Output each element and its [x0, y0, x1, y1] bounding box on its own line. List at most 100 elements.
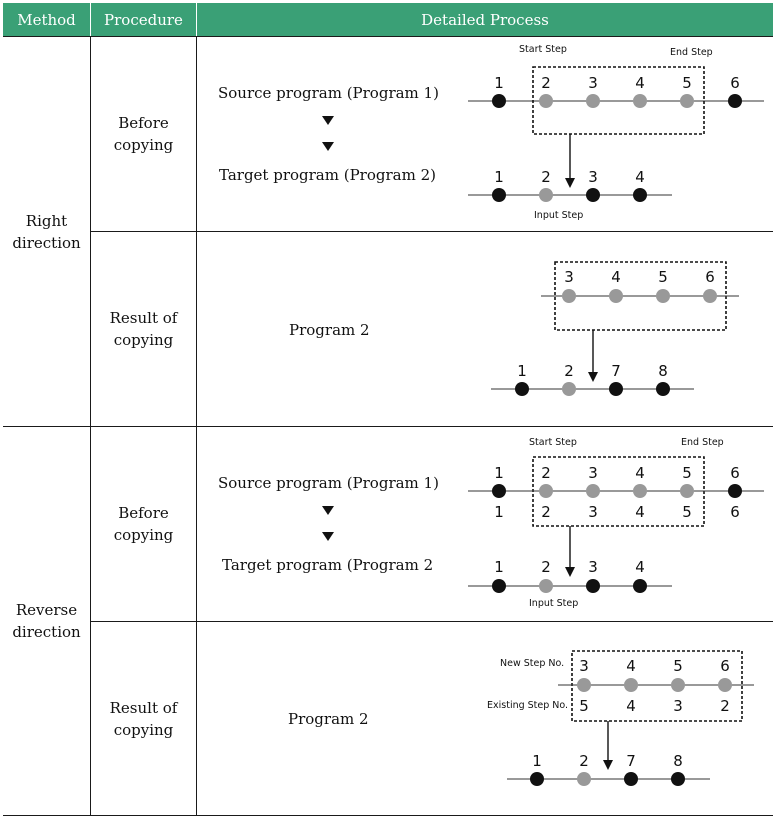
step-number: 1 [494, 74, 504, 92]
grid-line [3, 36, 773, 37]
step-number: 5 [579, 697, 589, 715]
step-number: 5 [682, 74, 692, 92]
existing-step-label: Existing Step No. [487, 700, 568, 711]
step-dot [703, 289, 717, 303]
step-dot [728, 484, 742, 498]
step-number: 2 [541, 503, 551, 521]
step-number: 2 [541, 74, 551, 92]
final-steps-row: 1 2 7 8 [515, 362, 670, 396]
copied-steps-row: 3 4 5 6 [562, 268, 717, 303]
program-2-label: Program 2 [288, 710, 369, 728]
grid-line [3, 815, 773, 816]
step-number: 3 [673, 697, 683, 715]
step-dot [492, 94, 506, 108]
procedure-text: copying [113, 526, 174, 544]
step-number: 1 [494, 503, 504, 521]
target-program-label: Target program (Program 2) [219, 166, 436, 184]
step-dot [577, 678, 591, 692]
method-text: direction [12, 233, 81, 252]
step-number: 2 [564, 362, 574, 380]
step-number: 8 [673, 752, 683, 770]
step-dot [718, 678, 732, 692]
grid-line [91, 621, 773, 622]
grid-line [3, 426, 773, 427]
step-number: 8 [658, 362, 668, 380]
step-number: 5 [673, 657, 683, 675]
start-step-label: Start Step [519, 44, 567, 55]
step-number: 3 [588, 558, 598, 576]
header-detailed-process: Detailed Process [197, 3, 773, 36]
step-dot [624, 678, 638, 692]
step-dot [586, 188, 600, 202]
method-text: direction [12, 623, 81, 641]
procedure-text: Result of [109, 309, 178, 327]
step-dot [633, 188, 647, 202]
step-dot [680, 484, 694, 498]
step-number: 3 [588, 464, 598, 482]
step-dot [562, 289, 576, 303]
step-number: 1 [494, 558, 504, 576]
procedure-text: copying [113, 331, 174, 349]
grid-line [196, 36, 197, 816]
step-number: 1 [517, 362, 527, 380]
step-number: 1 [532, 752, 542, 770]
step-dot [539, 484, 553, 498]
step-number: 5 [682, 503, 692, 521]
step-number: 2 [541, 464, 551, 482]
procedure-text: Result of [109, 698, 178, 717]
step-number: 6 [720, 657, 730, 675]
step-dot [624, 772, 638, 786]
step-dot [680, 94, 694, 108]
step-number: 3 [588, 74, 598, 92]
source-steps-row: 1 2 3 4 5 6 [492, 74, 742, 108]
step-number: 1 [494, 168, 504, 186]
step-number: 4 [635, 168, 645, 186]
step-number: 6 [730, 503, 740, 521]
step-number: 5 [658, 268, 668, 286]
step-number: 3 [564, 268, 574, 286]
final-steps-row: 1 2 7 8 [530, 752, 685, 786]
down-arrow-icon [322, 116, 334, 125]
input-step-label: Input Step [534, 210, 583, 221]
step-number: 4 [635, 503, 645, 521]
step-number: 7 [611, 362, 621, 380]
target-steps-row: 1 2 3 4 [492, 168, 647, 202]
header-procedure: Procedure [91, 3, 196, 36]
grid-line [91, 231, 773, 232]
step-dot [671, 678, 685, 692]
method-text: Right [25, 211, 68, 230]
procedure-text: copying [113, 720, 174, 739]
step-dot [586, 484, 600, 498]
step-dot [728, 94, 742, 108]
end-step-label: End Step [670, 47, 713, 58]
step-dot [492, 188, 506, 202]
step-dot [539, 94, 553, 108]
step-number: 7 [626, 752, 636, 770]
step-number: 3 [588, 168, 598, 186]
step-number: 4 [635, 74, 645, 92]
step-number: 4 [635, 558, 645, 576]
target-program-label: Target program (Program 2 [222, 556, 434, 574]
new-step-label: New Step No. [500, 658, 564, 669]
method-reverse-direction: Reverse direction [3, 427, 90, 815]
header-method: Method [3, 3, 90, 36]
step-dot [586, 94, 600, 108]
end-step-label: End Step [681, 437, 724, 448]
step-dot [539, 579, 553, 593]
target-steps-row: 1 2 3 4 [492, 558, 647, 593]
procedure-text: Before [118, 114, 169, 132]
procedure-before-copying: Before copying [91, 427, 196, 621]
procedure-text: Before [118, 504, 169, 522]
down-arrow-icon [322, 142, 334, 151]
input-step-label: Input Step [529, 598, 578, 609]
method-text: Reverse [15, 601, 78, 619]
step-dot [609, 289, 623, 303]
step-dot [539, 188, 553, 202]
step-number: 2 [720, 697, 730, 715]
step-dot [492, 484, 506, 498]
step-dot [492, 579, 506, 593]
step-number: 3 [579, 657, 589, 675]
step-dot [656, 289, 670, 303]
